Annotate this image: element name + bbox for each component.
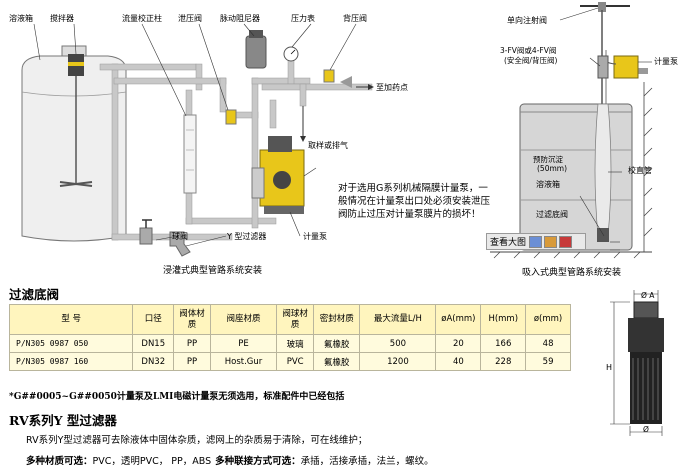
cell-diameter: DN15: [132, 334, 175, 353]
label-to-dosing-point: 至加药点: [376, 83, 408, 92]
material-label: 多种材质可选：: [26, 456, 93, 467]
cell-seat: Host.Gur: [209, 352, 278, 371]
drawing-label-dia: Ø: [643, 425, 649, 434]
label-pressure-gauge: 压力表: [291, 14, 315, 23]
connection-values: 承插，活接承插，法兰，螺纹。: [300, 456, 434, 467]
cell-flow: 500: [359, 334, 437, 353]
cell-model: P/N305 0987 050: [8, 334, 134, 353]
label-relief-valve: 泄压阀: [178, 14, 202, 23]
cell-body: PP: [173, 352, 211, 371]
table-row: P/N305 0987 050 DN15 PP PE 玻璃 氟橡胶 500 20…: [8, 334, 571, 353]
image-toolbar: 查看大图: [486, 233, 586, 250]
relief-valve: [225, 109, 237, 125]
header-diameter: 口径: [132, 304, 175, 335]
cell-model: P/N305 0987 160: [8, 352, 134, 371]
table-row: P/N305 0987 160 DN32 PP Host.Gur PVC 氟橡胶…: [8, 352, 571, 371]
cell-dia-a: 40: [435, 352, 482, 371]
label-valve-type: 3-FV阀或4-FV阀: [500, 46, 557, 55]
label-metering-pump-right: 计量泵: [654, 57, 678, 66]
label-tank: 溶液箱: [9, 14, 33, 23]
left-diagram-caption: 浸灌式典型管路系统安装: [163, 266, 263, 276]
foot-valve-right: [597, 228, 609, 242]
drawing-label-height: H: [606, 363, 613, 372]
metering-pump-left: [251, 136, 305, 214]
label-sediment: 预防沉淀: [533, 155, 563, 164]
label-tank-right: 溶液箱: [536, 180, 560, 189]
header-model: 型 号: [8, 304, 134, 335]
back-pressure-valve: [323, 69, 335, 83]
header-max-flow: 最大流量L/H: [359, 304, 437, 335]
label-y-filter: Y 型过滤器: [227, 232, 267, 241]
y-filter-description: RV系列Y型过滤器可去除液体中固体杂质，滤网上的杂质易于清除，可在线维护；: [26, 435, 368, 446]
y-filter: [169, 231, 191, 257]
label-mixer: 搅拌器: [50, 14, 74, 23]
cell-ball: 玻璃: [276, 334, 315, 353]
pulsation-damper: [245, 35, 267, 69]
metering-pump-right: [613, 55, 639, 79]
cell-dia: 48: [525, 334, 571, 353]
right-diagram-caption: 吸入式典型管路系统安装: [522, 268, 622, 278]
cell-dia-a: 20: [435, 334, 482, 353]
connection-label: 多种联接方式可选：: [215, 456, 301, 467]
label-foot-valve: 过滤底阀: [536, 210, 568, 219]
foot-valve-title: 过滤底阀: [9, 287, 60, 302]
header-dia: ø(mm): [525, 304, 571, 335]
save-image-icon[interactable]: [529, 235, 543, 248]
label-back-pressure-valve: 背压阀: [343, 14, 367, 23]
app-icon[interactable]: [559, 235, 573, 248]
view-large-image-link[interactable]: 查看大图: [490, 238, 527, 248]
suction-installation-diagram: [490, 2, 653, 259]
header-height: H(mm): [480, 304, 527, 335]
cell-diameter: DN32: [132, 352, 175, 371]
label-injection-valve: 单向注射阀: [507, 16, 547, 25]
immersion-installation-diagram: [21, 23, 374, 257]
warning-note: 对于选用G系列机械隔膜计量泵，一般情况在计量泵出口处必须安装泄压阀防止过压对计量…: [338, 183, 491, 220]
header-dia-a: øA(mm): [435, 304, 482, 335]
header-seal-material: 密封材质: [313, 304, 361, 335]
label-sampling-exhaust: 取样或排气: [308, 141, 348, 150]
cell-height: 228: [480, 352, 527, 371]
label-metering-pump: 计量泵: [303, 232, 327, 241]
material-values: PVC，透明PVC， PP，ABS: [92, 456, 212, 467]
cell-dia: 59: [525, 352, 571, 371]
cell-seat: PE: [209, 334, 278, 353]
header-seat-material: 阀座材质: [209, 304, 278, 335]
cell-body: PP: [173, 334, 211, 353]
foot-valve-note: *G##0005~G##0050计量泵及LMI电磁计量泵无须选用，标准配件中已经…: [9, 392, 345, 402]
drawing-label-dia-a: Ø A: [641, 291, 655, 300]
cell-height: 166: [480, 334, 527, 353]
cell-flow: 1200: [359, 352, 437, 371]
label-valve-desc: (安全阀/背压阀): [504, 56, 558, 65]
header-ball-material: 阀球材质: [276, 304, 315, 335]
flow-calibration-column: [183, 114, 197, 194]
label-sediment-dim: (50mm): [537, 164, 568, 173]
print-image-icon[interactable]: [544, 235, 558, 248]
foot-valve-drawing: [610, 290, 664, 436]
fv-valve: [597, 55, 609, 79]
y-filter-title: RV系列Y 型过滤器: [9, 413, 117, 428]
solution-tank: [21, 55, 127, 242]
label-riser: 校直管: [628, 166, 652, 175]
ball-valve: [139, 219, 153, 245]
solution-drum: [519, 103, 633, 251]
cell-seal: 氟橡胶: [313, 334, 361, 353]
label-damper: 脉动阻尼器: [220, 14, 260, 23]
table-header-row: 型 号 口径 阀体材质 阀座材质 阀球材质 密封材质 最大流量L/H øA(mm…: [8, 304, 571, 335]
cell-seal: 氟橡胶: [313, 352, 361, 371]
foot-valve-spec-table: 型 号 口径 阀体材质 阀座材质 阀球材质 密封材质 最大流量L/H øA(mm…: [8, 304, 571, 371]
label-flow-column: 流量校正柱: [122, 14, 162, 23]
label-ball-valve: 球阀: [172, 232, 188, 241]
header-body-material: 阀体材质: [173, 304, 211, 335]
cell-ball: PVC: [276, 352, 315, 371]
